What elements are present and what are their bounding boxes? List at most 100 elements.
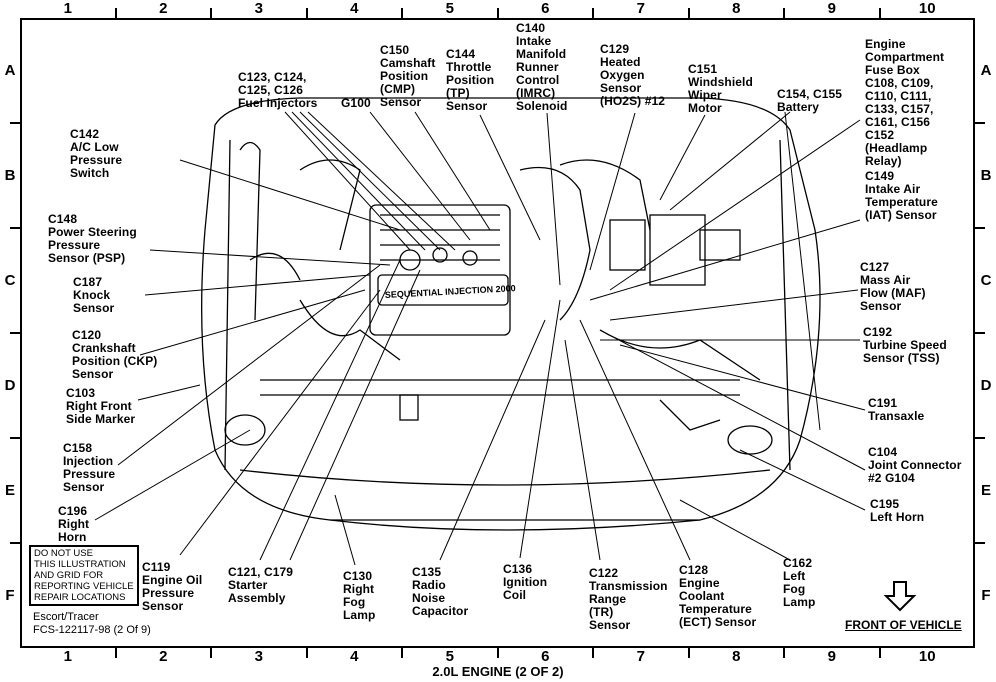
column-number-bottom: 6 xyxy=(541,648,550,665)
label-c119: C119 Engine Oil Pressure Sensor xyxy=(142,560,203,613)
label-c162: C162 Left Fog Lamp xyxy=(783,556,816,609)
column-number-bottom: 7 xyxy=(636,648,645,665)
grid-tick xyxy=(687,8,690,18)
label-c140: C140 Intake Manifold Runner Control (IMR… xyxy=(516,21,568,113)
column-number-top: 2 xyxy=(159,0,168,17)
column-number-bottom: 9 xyxy=(827,648,836,665)
label-c196: C196 Right Horn xyxy=(58,504,90,544)
figure-id: FCS-122117-98 (2 Of 9) xyxy=(33,624,151,636)
body-outline xyxy=(201,97,821,521)
grid-tick xyxy=(878,648,881,658)
label-c123: C123, C124, C125, C126 Fuel Injectors xyxy=(238,70,318,110)
column-number-top: 8 xyxy=(732,0,741,17)
label-c135: C135 Radio Noise Capacitor xyxy=(412,565,469,618)
grid-tick xyxy=(10,332,20,334)
label-c154: C154, C155 Battery xyxy=(777,87,843,114)
row-letter-right: B xyxy=(980,166,992,184)
label-c158: C158 Injection Pressure Sensor xyxy=(63,441,116,494)
label-c120: C120 Crankshaft Position (CKP) Sensor xyxy=(72,328,158,381)
diagram-title: 2.0L ENGINE (2 OF 2) xyxy=(432,664,564,679)
label-c192: C192 Turbine Speed Sensor (TSS) xyxy=(863,325,947,365)
grid-tick xyxy=(878,8,881,18)
row-letter-left: C xyxy=(4,271,16,289)
column-number-bottom: 5 xyxy=(445,648,454,665)
engine-text: SEQUENTIAL INJECTION 2000 xyxy=(385,283,516,300)
diagram-frame xyxy=(20,18,975,648)
grid-tick xyxy=(783,8,785,18)
grid-tick xyxy=(210,8,212,18)
grid-tick xyxy=(592,648,594,658)
grid-tick xyxy=(496,8,499,18)
column-number-bottom: 10 xyxy=(918,648,936,665)
label-c191: C191 Transaxle xyxy=(868,396,925,423)
label-c129: C129 Heated Oxygen Sensor (HO2S) #12 xyxy=(600,42,666,108)
column-number-bottom: 4 xyxy=(350,648,359,665)
label-c121: C121, C179 Starter Assembly xyxy=(228,565,294,605)
grid-tick xyxy=(975,332,985,334)
row-letter-right: E xyxy=(980,481,991,499)
grid-tick xyxy=(975,122,985,124)
grid-tick xyxy=(10,542,20,544)
label-c149: C149 Intake Air Temperature (IAT) Sensor xyxy=(865,169,938,222)
label-c195: C195 Left Horn xyxy=(870,497,925,524)
label-c128: C128 Engine Coolant Temperature (ECT) Se… xyxy=(679,563,757,629)
label-fuse-box: Engine Compartment Fuse Box C108, C109, … xyxy=(865,37,945,168)
grid-tick xyxy=(975,542,985,544)
row-letter-right: F xyxy=(981,586,991,604)
grid-tick xyxy=(401,8,403,18)
column-number-bottom: 8 xyxy=(732,648,741,665)
label-c142: C142 A/C Low Pressure Switch xyxy=(70,127,123,180)
row-letter-right: C xyxy=(980,271,992,289)
row-letter-left: D xyxy=(4,376,16,394)
grid-tick xyxy=(114,8,117,18)
vehicle-name: Escort/Tracer xyxy=(33,611,99,623)
label-c150: C150 Camshaft Position (CMP) Sensor xyxy=(380,43,436,109)
row-letter-left: B xyxy=(4,166,16,184)
label-c122: C122 Transmission Range (TR) Sensor xyxy=(589,566,668,632)
column-number-top: 9 xyxy=(827,0,836,17)
grid-tick xyxy=(975,437,985,439)
front-of-vehicle-label: FRONT OF VEHICLE xyxy=(845,618,962,632)
grid-tick xyxy=(975,227,985,229)
label-c103: C103 Right Front Side Marker xyxy=(66,386,136,426)
grid-tick xyxy=(496,648,499,658)
grid-tick xyxy=(305,648,308,658)
label-c151: C151 Windshield Wiper Motor xyxy=(688,62,753,115)
column-number-top: 4 xyxy=(350,0,359,17)
label-g100: G100 xyxy=(341,96,371,110)
label-c130: C130 Right Fog Lamp xyxy=(343,569,376,622)
column-number-bottom: 3 xyxy=(254,648,263,665)
grid-tick xyxy=(10,437,20,439)
leader-lines xyxy=(94,111,866,566)
label-c136: C136 Ignition Coil xyxy=(503,562,548,602)
column-number-top: 5 xyxy=(445,0,454,17)
label-c187: C187 Knock Sensor xyxy=(73,275,115,315)
row-letter-left: E xyxy=(4,481,15,499)
column-number-top: 3 xyxy=(254,0,263,17)
disclaimer-box: DO NOT USE THIS ILLUSTRATION AND GRID FO… xyxy=(29,545,139,606)
grid-tick xyxy=(10,227,20,229)
row-letter-left: F xyxy=(5,586,15,604)
grid-tick xyxy=(10,122,20,124)
column-number-top: 1 xyxy=(63,0,72,17)
grid-tick xyxy=(687,648,690,658)
grid-tick xyxy=(305,8,308,18)
grid-tick xyxy=(210,648,212,658)
row-letter-right: D xyxy=(980,376,992,394)
front-arrow-icon xyxy=(883,581,917,612)
label-c148: C148 Power Steering Pressure Sensor (PSP… xyxy=(48,212,137,265)
grid-tick xyxy=(114,648,117,658)
label-c127: C127 Mass Air Flow (MAF) Sensor xyxy=(860,260,926,313)
label-c144: C144 Throttle Position (TP) Sensor xyxy=(446,47,495,113)
column-number-top: 7 xyxy=(636,0,645,17)
engine-block xyxy=(369,204,511,336)
row-letter-left: A xyxy=(4,61,16,79)
grid-tick xyxy=(783,648,785,658)
column-number-top: 10 xyxy=(918,0,936,17)
label-c104: C104 Joint Connector #2 G104 xyxy=(868,445,962,485)
row-letter-right: A xyxy=(980,61,992,79)
battery xyxy=(609,219,646,271)
column-number-bottom: 1 xyxy=(63,648,72,665)
column-number-top: 6 xyxy=(541,0,550,17)
